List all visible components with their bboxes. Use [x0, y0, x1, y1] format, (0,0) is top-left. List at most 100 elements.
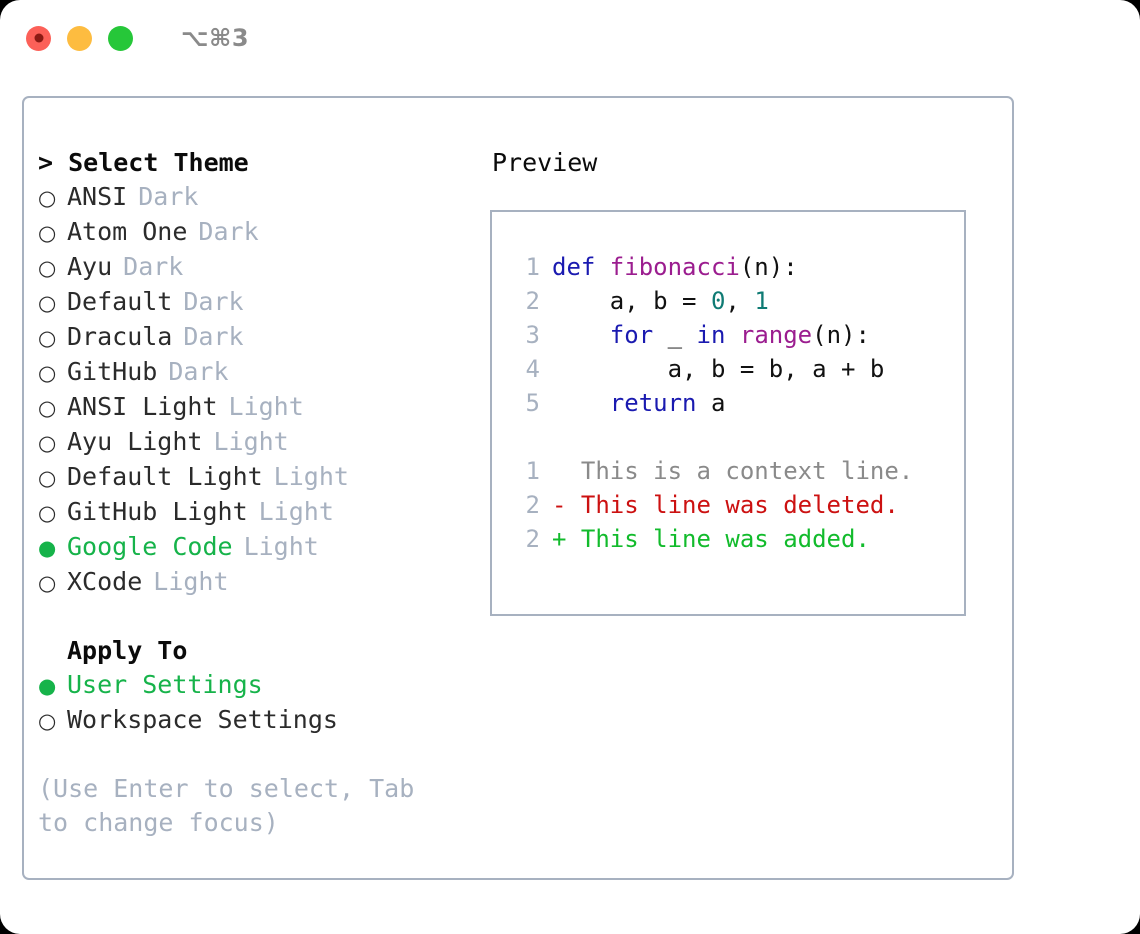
apply-to-option-workspace-settings[interactable]: ○ Workspace Settings [38, 703, 486, 738]
close-button[interactable] [26, 25, 51, 51]
theme-option-ayu[interactable]: ○ Ayu Dark [38, 250, 486, 285]
minimize-button[interactable] [67, 25, 92, 51]
theme-option-github-light[interactable]: ○ GitHub Light Light [38, 495, 486, 530]
radio-unselected-icon: ○ [38, 466, 57, 490]
apply-to-header: Apply To [67, 636, 188, 665]
theme-option-variant: Light [273, 462, 349, 491]
diff-line-ctx: 1 This is a context line. [508, 454, 964, 488]
code-token-plain: _ [653, 321, 697, 349]
code-token-num: 0 [710, 287, 726, 315]
line-number: 2 [525, 525, 540, 553]
diff-line-text: This line was deleted. [566, 491, 899, 519]
code-token-kw: return [609, 389, 697, 417]
code-token-plain: a, b = b, a + b [552, 355, 885, 383]
apply-to-option-label: User Settings [67, 670, 263, 699]
keyboard-hint-text: (Use Enter to select, Tab to change focu… [38, 774, 415, 837]
radio-unselected-icon: ○ [38, 361, 57, 385]
code-line: 5 return a [508, 386, 964, 420]
diff-line-text: This line was added. [566, 525, 870, 553]
radio-unselected-icon: ○ [38, 326, 57, 350]
code-token-plain: a [696, 389, 726, 417]
select-theme-header: > Select Theme [38, 148, 249, 177]
theme-option-variant: Dark [198, 217, 259, 246]
theme-option-variant: Light [258, 497, 334, 526]
code-token-fn: fibonacci [609, 253, 740, 281]
radio-unselected-icon: ○ [38, 186, 57, 210]
theme-option-label: Google Code [67, 532, 233, 561]
apply-to-option-label: Workspace Settings [67, 705, 338, 734]
theme-option-variant: Dark [138, 182, 199, 211]
radio-unselected-icon: ○ [38, 501, 57, 525]
title-bar: ⌥⌘3 [0, 0, 1140, 76]
theme-option-label: ANSI [67, 182, 128, 211]
radio-unselected-icon: ○ [38, 221, 57, 245]
code-token-plain [552, 321, 610, 349]
theme-option-label: Default [67, 287, 173, 316]
code-token-kw: def [552, 253, 610, 281]
code-line: 4 a, b = b, a + b [508, 352, 964, 386]
theme-option-ayu-light[interactable]: ○ Ayu Light Light [38, 425, 486, 460]
radio-selected-icon: ● [38, 674, 57, 698]
line-number: 3 [525, 321, 540, 349]
diff-line-add: 2+ This line was added. [508, 522, 964, 556]
apply-to-option-user-settings[interactable]: ● User Settings [38, 668, 486, 703]
code-token-num: 1 [754, 287, 769, 315]
theme-option-variant: Light [213, 427, 289, 456]
radio-unselected-icon: ○ [38, 431, 57, 455]
theme-option-github[interactable]: ○ GitHub Dark [38, 355, 486, 390]
code-line-text: for _ in range(n): [552, 318, 870, 352]
diff-line-del: 2- This line was deleted. [508, 488, 964, 522]
radio-unselected-icon: ○ [38, 291, 57, 315]
theme-option-label: Dracula [67, 322, 173, 351]
maximize-button[interactable] [108, 25, 133, 51]
code-token-plain [725, 321, 739, 349]
theme-option-ansi[interactable]: ○ ANSI Dark [38, 180, 486, 215]
theme-option-label: XCode [67, 567, 143, 596]
theme-option-variant: Light [228, 392, 304, 421]
code-line: 3 for _ in range(n): [508, 318, 964, 352]
radio-unselected-icon: ○ [38, 256, 57, 280]
theme-option-label: GitHub [67, 357, 158, 386]
theme-option-default-light[interactable]: ○ Default Light Light [38, 460, 486, 495]
code-token-kw: in [696, 321, 726, 349]
line-number: 1 [525, 253, 540, 281]
line-number: 2 [525, 491, 540, 519]
code-token-plain: , [725, 287, 755, 315]
apply-to-option-list: ● User Settings ○ Workspace Settings [38, 668, 486, 738]
theme-option-label: GitHub Light [67, 497, 248, 526]
theme-option-variant: Light [243, 532, 319, 561]
code-token-fn: range [739, 321, 813, 349]
code-token-kw: for [609, 321, 654, 349]
radio-unselected-icon: ○ [38, 709, 57, 733]
line-number: 4 [525, 355, 540, 383]
list-spacer [38, 600, 486, 634]
radio-unselected-icon: ○ [38, 571, 57, 595]
code-token-plain: a, b = [552, 287, 711, 315]
code-token-plain [552, 389, 610, 417]
diff-sample: 1 This is a context line.2- This line wa… [508, 454, 964, 556]
diff-marker: - [552, 491, 567, 519]
theme-option-label: Default Light [67, 462, 263, 491]
keyboard-shortcut-label: ⌥⌘3 [181, 24, 250, 52]
theme-option-label: Ayu [67, 252, 113, 281]
theme-option-label: ANSI Light [67, 392, 218, 421]
theme-option-variant: Dark [168, 357, 229, 386]
diff-line-text: This is a context line. [566, 457, 914, 485]
theme-option-label: Ayu Light [67, 427, 203, 456]
theme-option-variant: Dark [123, 252, 184, 281]
window-controls [26, 25, 133, 51]
code-line-text: a, b = b, a + b [552, 352, 885, 386]
